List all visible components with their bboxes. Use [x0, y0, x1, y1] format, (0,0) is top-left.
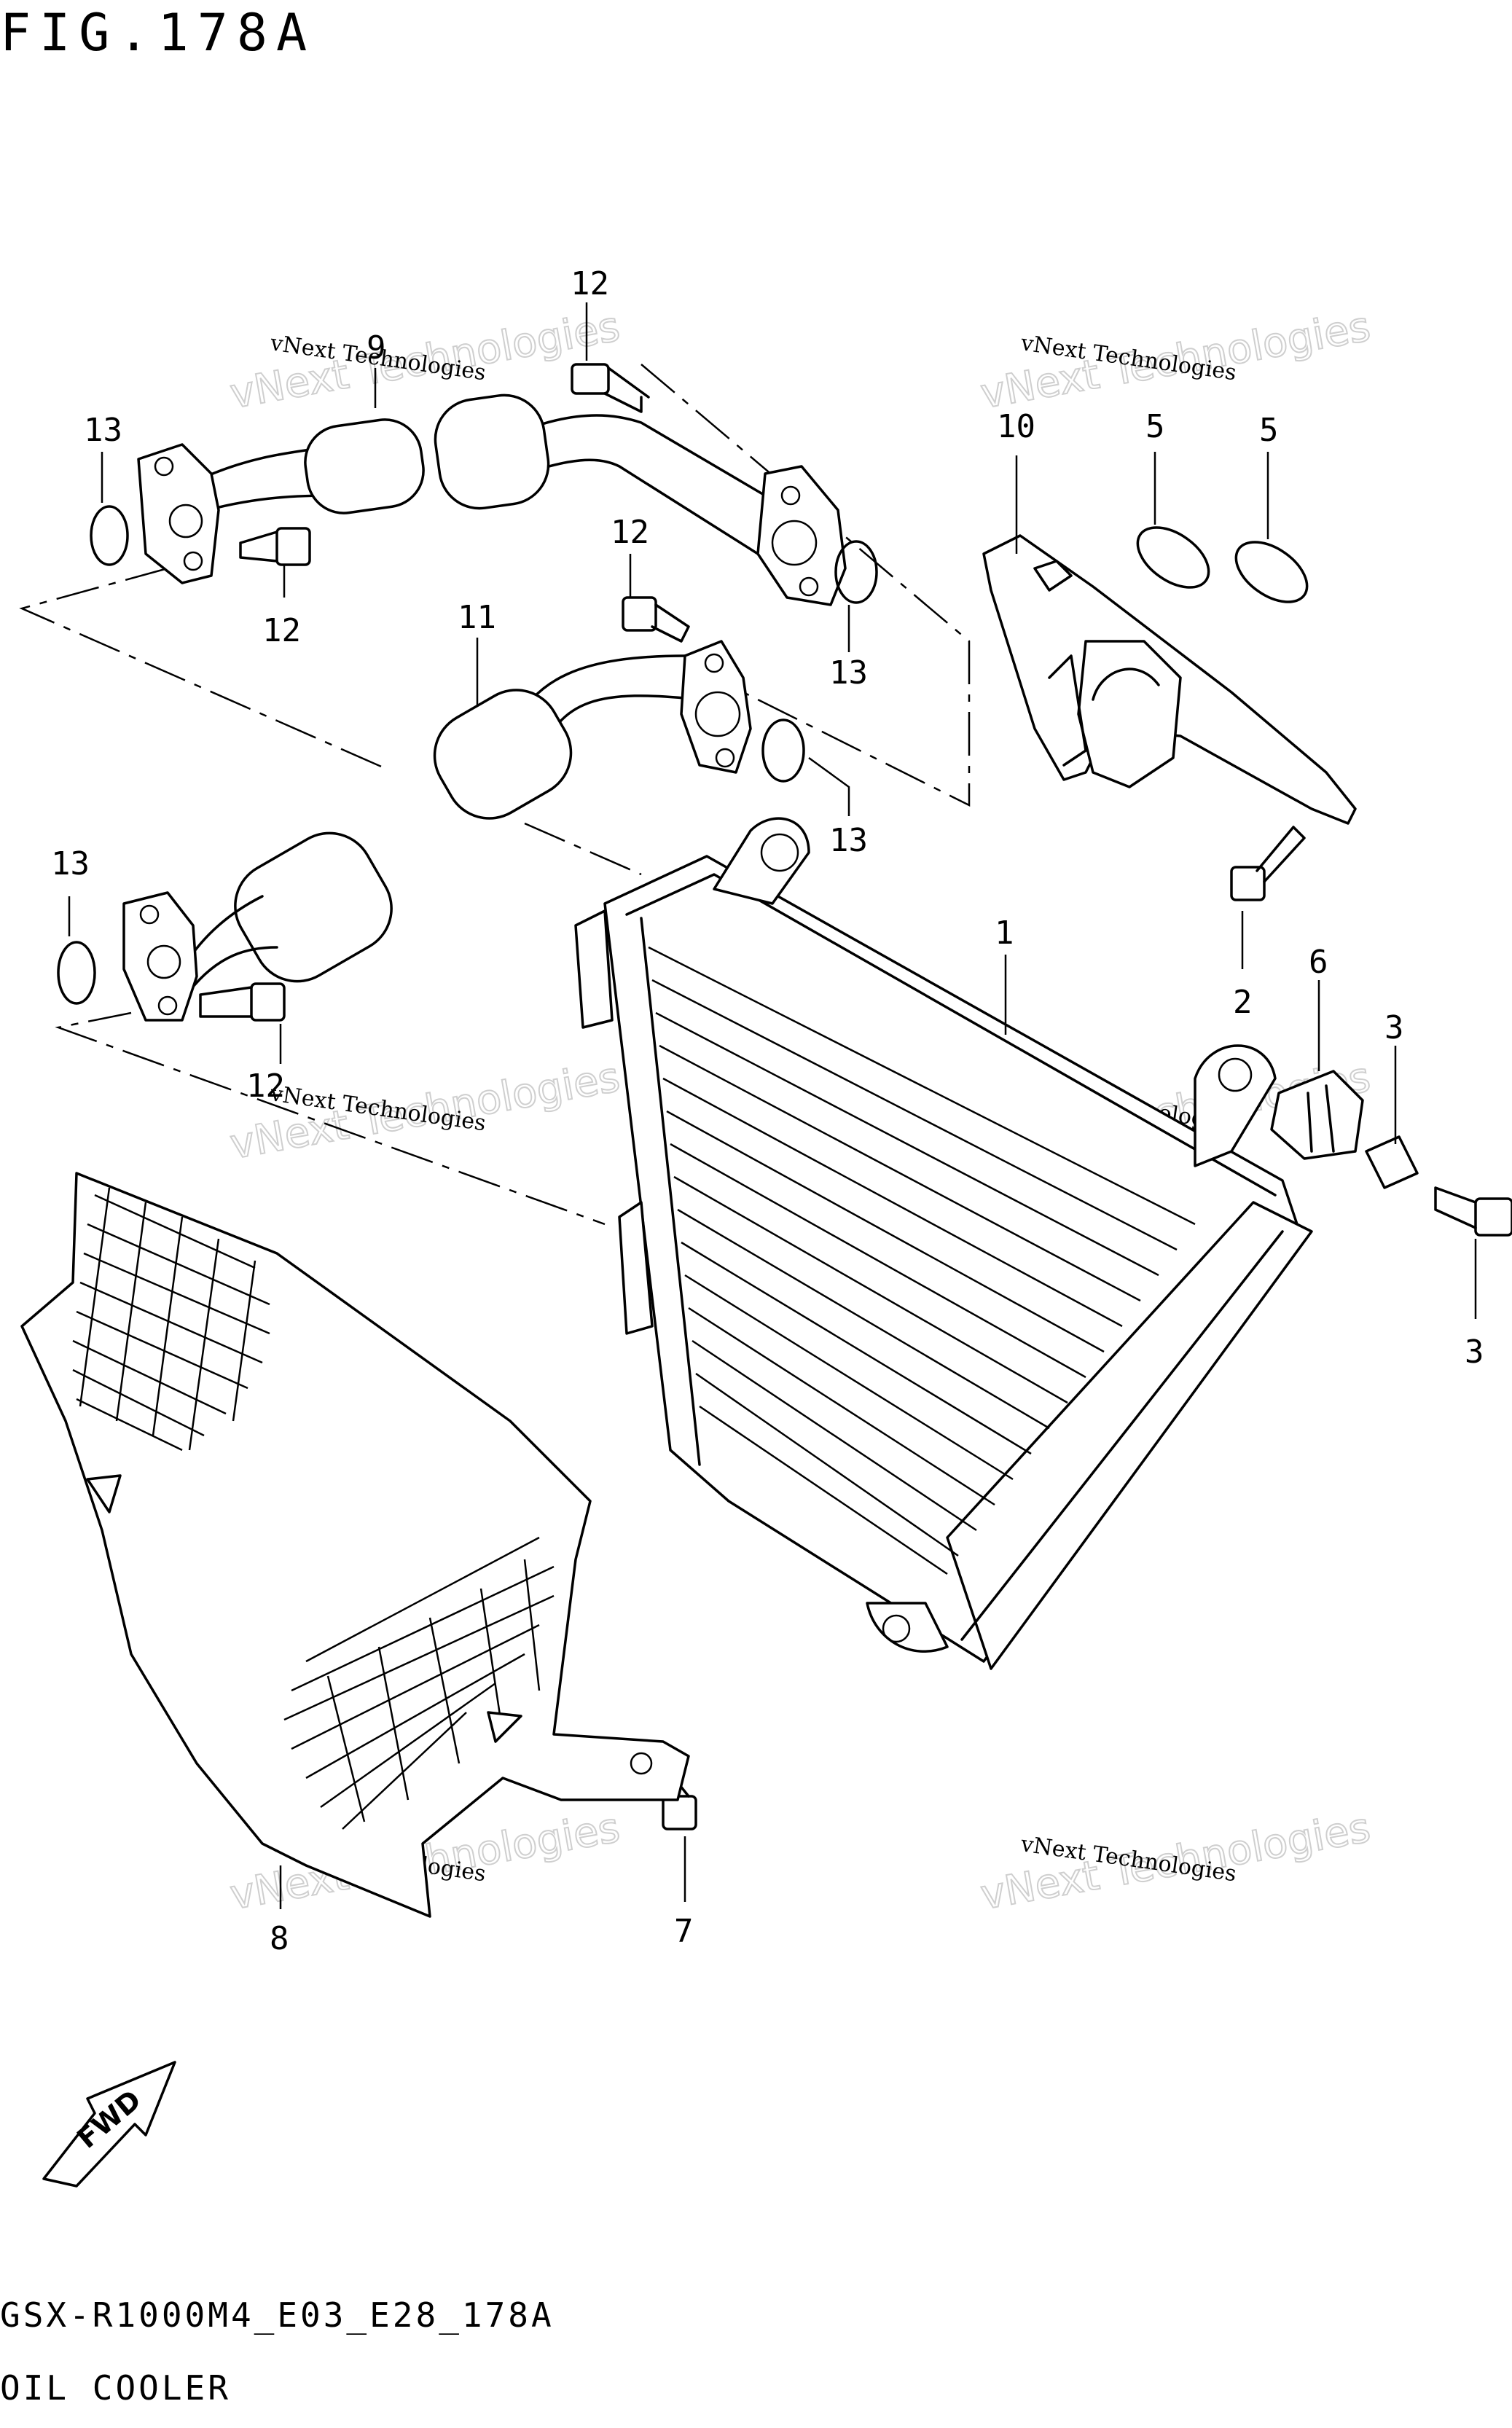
cooler-side-tab: [1194, 1044, 1277, 1167]
callout-5a: 5: [1145, 408, 1165, 445]
lower-hose-sleeve: [234, 831, 393, 983]
watermark-2: vNext Technologies vNext Technologies: [976, 302, 1374, 419]
cooler-fins: [648, 946, 1196, 1575]
grille-guard: [20, 1172, 690, 1918]
callout-5b: 5: [1259, 412, 1279, 449]
callout-6: 6: [1309, 944, 1328, 981]
callout-2: 2: [1233, 984, 1253, 1021]
callout-13a: 13: [84, 412, 122, 449]
grille-mesh: [72, 1187, 555, 1830]
cooler-bottom-tab: [866, 1602, 949, 1653]
mounting-bracket: [982, 534, 1357, 825]
callout-13b: 13: [829, 654, 868, 692]
figure-title: FIG.178A: [0, 3, 316, 63]
callout-labels: 12 9 13 12 10 5 5 12 13 11 13 13 12 1 2 …: [51, 265, 1484, 1957]
callout-1: 1: [995, 915, 1014, 952]
callout-7: 7: [674, 1913, 694, 1950]
cooler-fitting-lower: [618, 1201, 654, 1335]
grommet: [1270, 1070, 1364, 1160]
cooler-top-tab: [713, 817, 810, 905]
lower-hose-clamp: [433, 689, 573, 820]
diagram-name: OIL COOLER: [0, 2368, 231, 2408]
cooler-end-tank: [946, 1201, 1313, 1670]
callout-4: 3: [1384, 1009, 1404, 1046]
fwd-arrow-icon: FWD: [42, 2061, 176, 2188]
diagram-code: GSX-R1000M4_E03_E28_178A: [0, 2295, 555, 2335]
callout-3: 3: [1465, 1334, 1484, 1371]
upper-pipe-flange-left: [137, 443, 220, 584]
callout-12a: 12: [571, 265, 609, 302]
watermark-3: vNext Technologies vNext Technologies: [226, 1053, 624, 1170]
oil-cooler-body: [574, 817, 1313, 1670]
leader-lines: [68, 302, 1477, 1909]
callout-11: 11: [458, 599, 496, 636]
callout-13c: 13: [829, 822, 868, 859]
callout-12d: 12: [246, 1068, 285, 1105]
o-rings: [57, 505, 1309, 1005]
callout-10: 10: [997, 408, 1035, 445]
watermark-1: vNext Technologies vNext Technologies: [226, 302, 624, 419]
grommet-collar: [1270, 1070, 1419, 1189]
upper-pipe-flange-right: [756, 465, 847, 606]
upper-oil-pipe: [137, 393, 847, 606]
callout-12b: 12: [262, 612, 301, 649]
watermark-6: vNext Technologies vNext Technologies: [976, 1804, 1374, 1920]
collar: [1365, 1135, 1419, 1189]
upper-hose-clamp: [434, 393, 550, 510]
callout-13d: 13: [51, 845, 90, 882]
callout-8: 8: [270, 1920, 289, 1957]
upper-hose-sleeve: [304, 418, 425, 514]
lower-oil-pipe: [122, 640, 752, 1022]
grille-slot-left: [86, 1474, 122, 1513]
lower-pipe-flange-right: [680, 640, 752, 774]
callout-9: 9: [367, 329, 386, 367]
bracket-fitting: [1077, 640, 1182, 788]
grille-slot-right: [487, 1711, 522, 1743]
cooler-fitting-upper: [574, 909, 614, 1029]
callout-12c: 12: [611, 514, 649, 551]
lower-pipe-flange-left: [122, 891, 198, 1022]
